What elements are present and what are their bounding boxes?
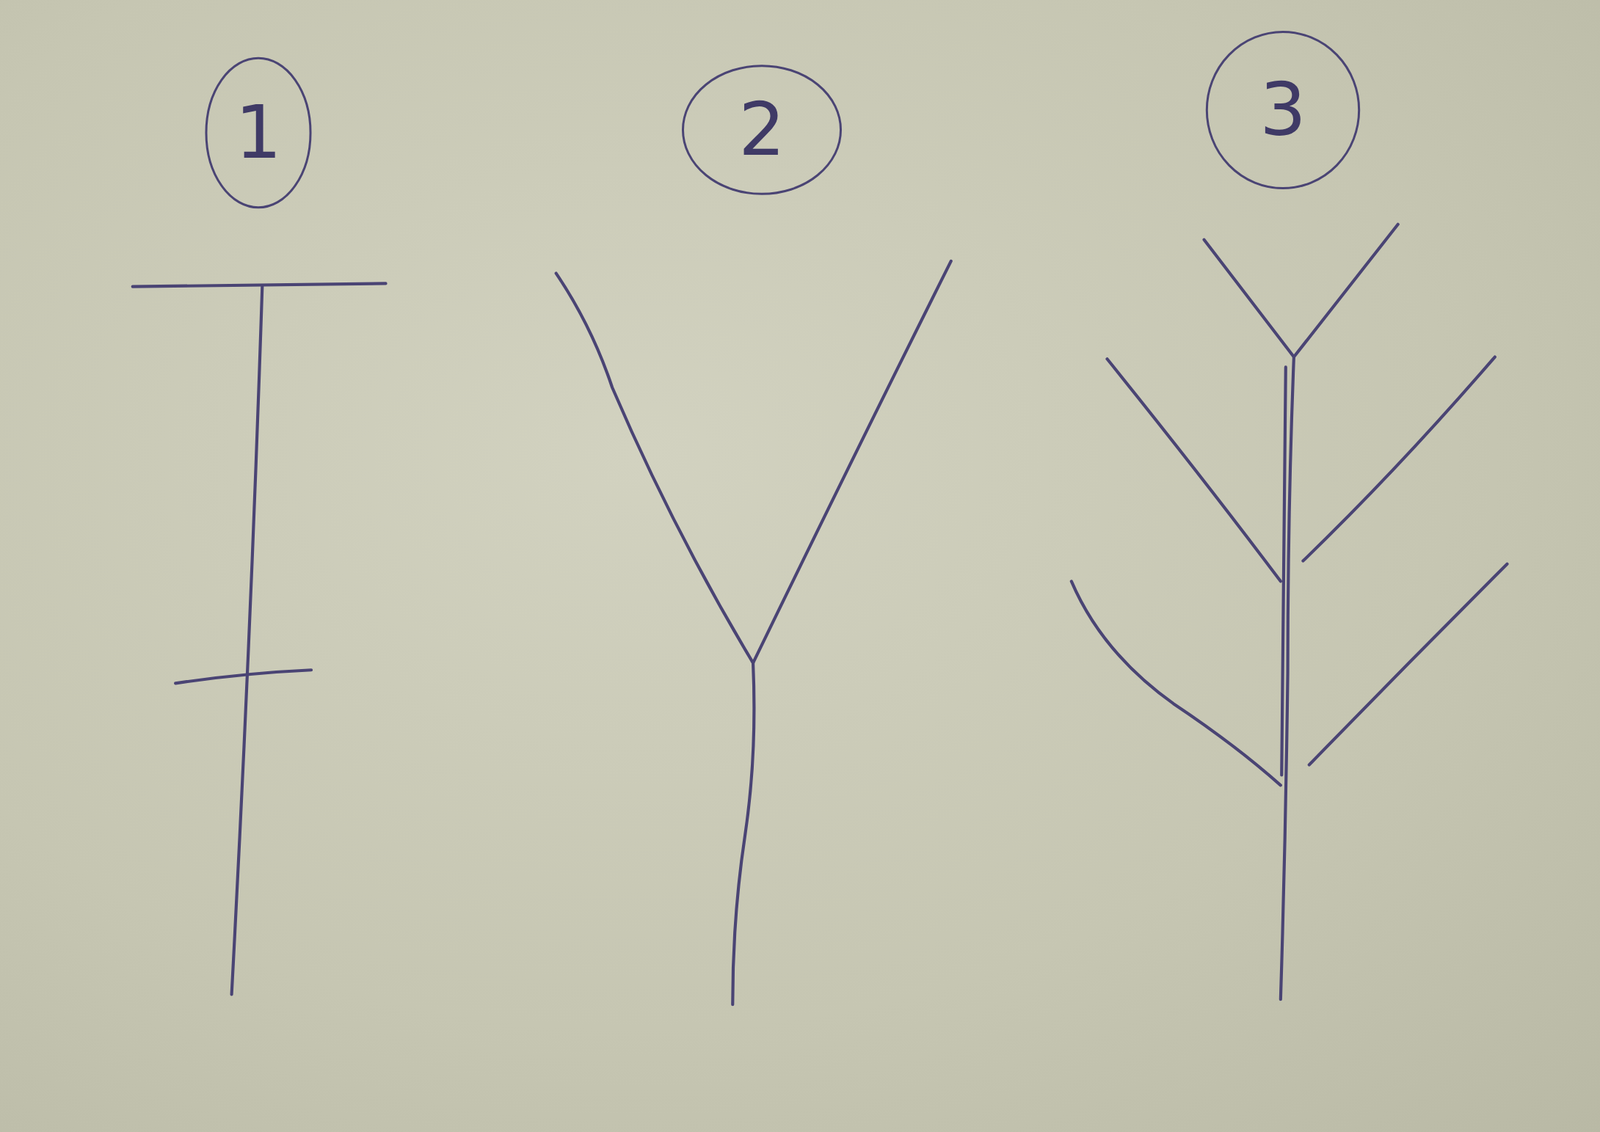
branch-pair	[1204, 224, 1399, 358]
stem	[231, 286, 263, 996]
stem	[1280, 357, 1294, 1001]
callout-number: 1	[234, 96, 282, 170]
stem-double-line	[1281, 366, 1286, 776]
circled-number: 3	[1203, 28, 1363, 192]
circled-number: 1	[204, 55, 313, 211]
circled-number: 2	[679, 63, 845, 197]
branch	[1302, 357, 1495, 562]
callout-number: 3	[1259, 73, 1307, 147]
branch	[753, 261, 952, 664]
callout-number: 2	[738, 93, 786, 167]
branch	[1071, 581, 1281, 786]
crossbar	[132, 283, 387, 287]
branch	[556, 273, 754, 664]
stem	[732, 663, 754, 1006]
branch	[1106, 358, 1280, 582]
short-bar	[175, 670, 312, 684]
branch	[1309, 564, 1508, 766]
